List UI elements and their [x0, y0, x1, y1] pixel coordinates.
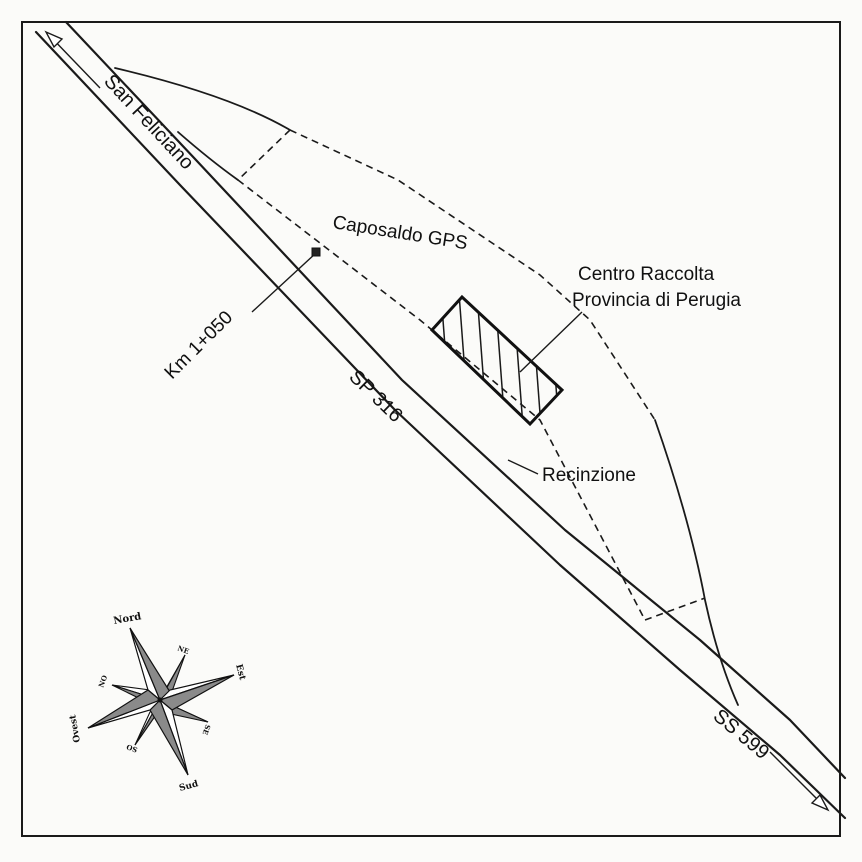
road-edge-west	[34, 30, 847, 820]
fence-label: Recinzione	[542, 465, 636, 486]
boundary-east-solid	[654, 419, 739, 706]
compass-southwest: SO	[125, 742, 139, 754]
compass-northeast: NE	[176, 643, 190, 655]
gps-benchmark-marker	[311, 247, 321, 257]
compass-south: Sud	[178, 779, 200, 794]
site-boundary	[114, 67, 739, 706]
compass-rose: Nord NE Est SE Sud SO Ovest NO	[68, 611, 247, 794]
fence-leader-line	[507, 459, 539, 475]
compass-north: Nord	[113, 611, 143, 627]
collection-centre-building	[429, 294, 565, 427]
centre-leader-line	[519, 311, 583, 373]
boundary-inner-solid	[177, 131, 239, 181]
km-leader-line	[251, 252, 317, 313]
compass-southeast: SE	[201, 723, 213, 736]
centre-label-line1: Centro Raccolta	[578, 264, 715, 285]
km-label: Km 1+050	[161, 307, 237, 383]
compass-east: Est	[233, 663, 247, 682]
fence-lower	[237, 179, 646, 621]
map-frame	[21, 21, 841, 837]
centre-label-line2: Provincia di Perugia	[572, 290, 741, 311]
fence-upper	[289, 129, 656, 421]
road-edge-east	[64, 20, 847, 780]
direction-arrow-se	[769, 751, 830, 812]
road-label-ss599: SS 599	[709, 705, 773, 764]
direction-arrow-nw	[44, 30, 101, 89]
compass-west: Ovest	[68, 713, 83, 743]
gps-label: Caposaldo GPS	[331, 212, 469, 254]
boundary-north-solid	[114, 67, 291, 131]
road-sp316-ss599	[34, 20, 847, 820]
fence-divider-north	[237, 129, 291, 181]
compass-northwest: NO	[96, 674, 109, 689]
fence-divider-south	[644, 597, 706, 621]
